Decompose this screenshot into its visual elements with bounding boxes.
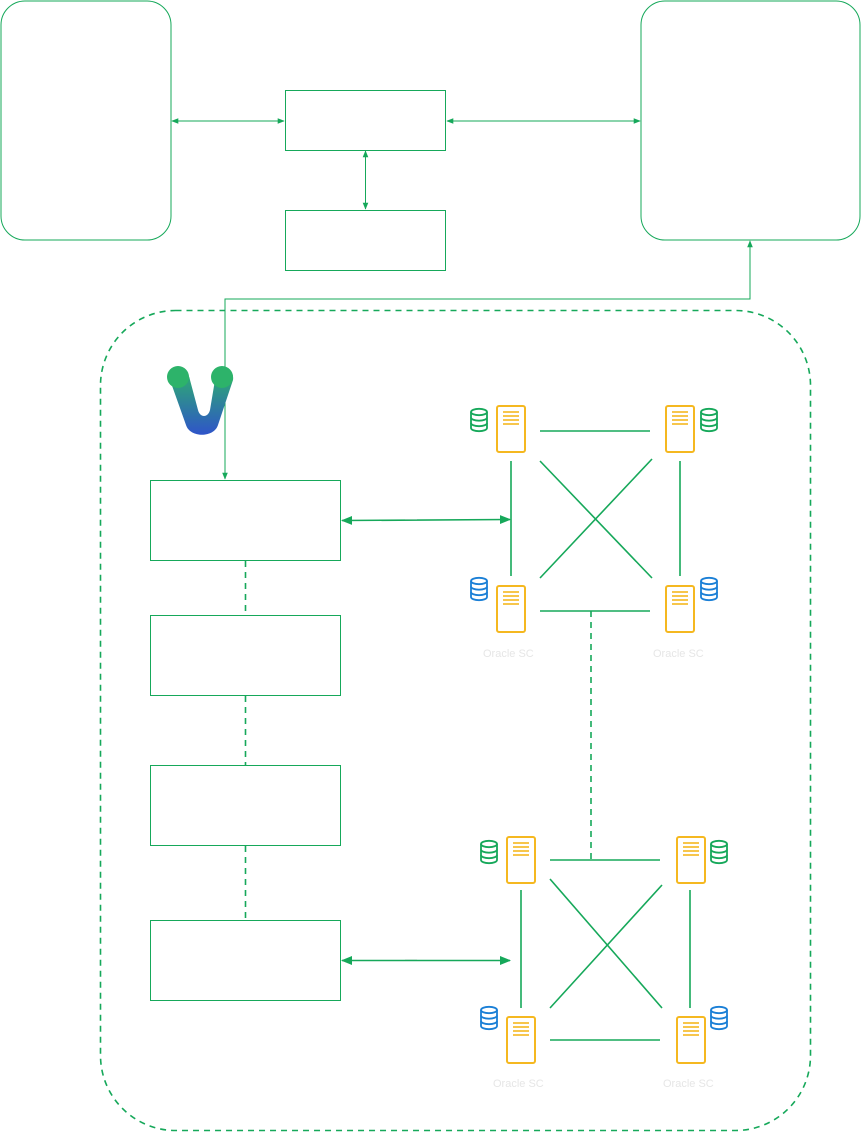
database-icon <box>470 407 488 433</box>
node-box-4 <box>150 920 341 1001</box>
database-icon <box>700 407 718 433</box>
server-icon <box>665 405 695 453</box>
top-right-panel <box>640 0 861 241</box>
top-lower-box <box>285 210 446 271</box>
database-icon <box>470 576 488 602</box>
server-icon <box>506 1016 536 1064</box>
bottom-cluster-mesh <box>520 859 691 1041</box>
database-icon <box>480 839 498 865</box>
server-icon <box>496 405 526 453</box>
database-icon <box>700 576 718 602</box>
top-cluster-label-right: Oracle SC <box>653 648 704 660</box>
bottom-cluster-label-right: Oracle SC <box>663 1078 714 1090</box>
top-cluster-link-label: —— <box>405 517 417 523</box>
top-left-panel <box>0 0 172 241</box>
server-icon <box>496 585 526 633</box>
server-icon <box>676 836 706 884</box>
node-box-2 <box>150 615 341 696</box>
database-icon <box>480 1005 498 1031</box>
database-icon <box>710 839 728 865</box>
database-icon <box>710 1005 728 1031</box>
node-box-3 <box>150 765 341 846</box>
bottom-cluster-link-label: —— <box>405 957 417 963</box>
arrow-box1-top-cluster <box>340 515 512 525</box>
server-icon <box>676 1016 706 1064</box>
server-icon <box>506 836 536 884</box>
node-box-1 <box>150 480 341 561</box>
top-center-box <box>285 90 446 151</box>
bottom-cluster-label-left: Oracle SC <box>493 1078 544 1090</box>
server-icon <box>665 585 695 633</box>
v-logo-icon <box>167 366 234 435</box>
cluster-container <box>99 309 812 1132</box>
top-cluster-mesh <box>510 430 681 612</box>
top-cluster-label-left: Oracle SC <box>483 648 534 660</box>
